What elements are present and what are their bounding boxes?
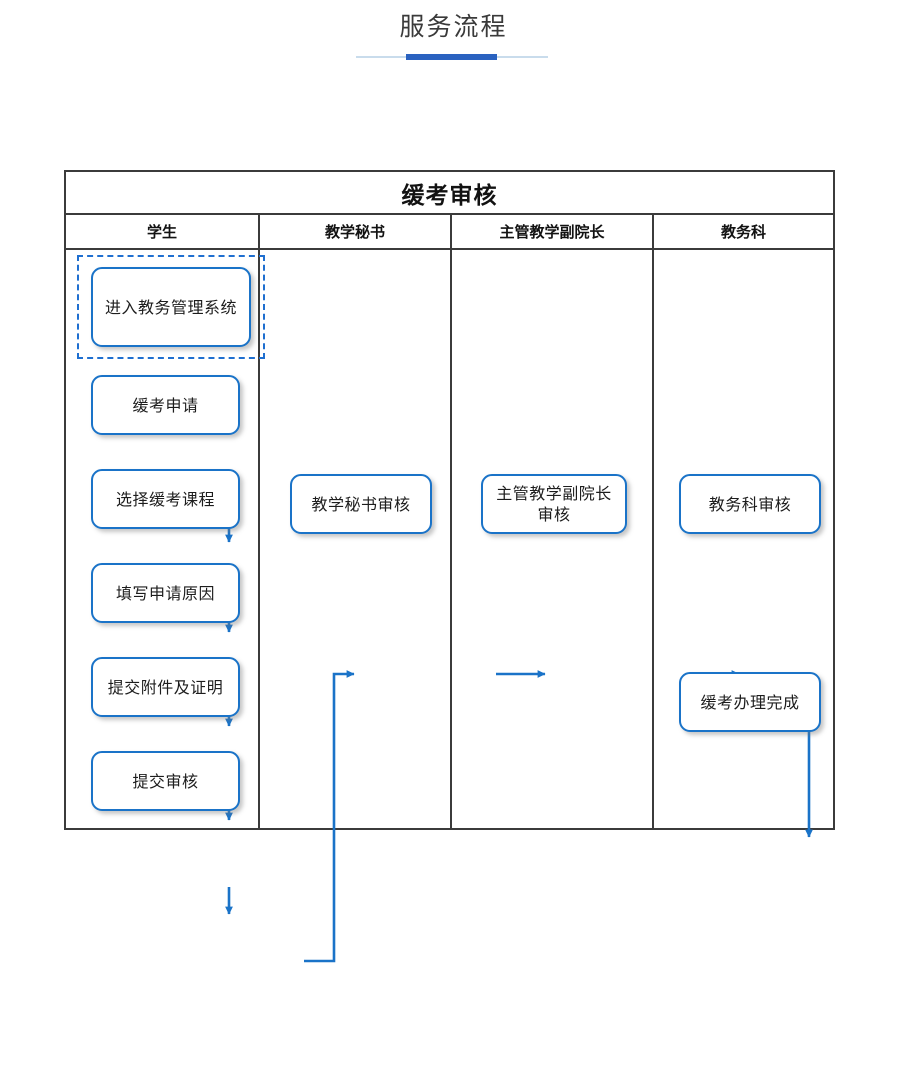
page-title: 服务流程	[399, 12, 508, 41]
lane-divider-2	[450, 250, 452, 828]
node-fill-reason[interactable]: 填写申请原因	[91, 563, 240, 623]
highlight-frame-enter-system	[77, 255, 265, 359]
title-accent-bar	[406, 54, 497, 60]
node-defer-application[interactable]: 缓考申请	[91, 375, 240, 435]
node-submit-attachment[interactable]: 提交附件及证明	[91, 657, 240, 717]
page-title-block: 服务流程	[0, 10, 907, 44]
lane-header-teaching-secretary: 教学秘书	[260, 215, 452, 248]
swimlane-body	[66, 250, 833, 828]
lane-header-vice-dean: 主管教学副院长	[452, 215, 654, 248]
node-vice-dean-review[interactable]: 主管教学副院长 审核	[481, 474, 627, 534]
swimlane-header-row: 学生 教学秘书 主管教学副院长 教务科	[66, 215, 833, 250]
lane-divider-3	[652, 250, 654, 828]
node-submit-review[interactable]: 提交审核	[91, 751, 240, 811]
node-select-course[interactable]: 选择缓考课程	[91, 469, 240, 529]
flowchart-title: 缓考审核	[66, 172, 833, 215]
lane-header-academic-affairs: 教务科	[720, 223, 766, 241]
node-enter-system[interactable]: 进入教务管理系统	[91, 267, 251, 347]
lane-header-student: 学生	[66, 215, 260, 248]
node-secretary-review[interactable]: 教学秘书审核	[290, 474, 432, 534]
node-process-complete[interactable]: 缓考办理完成	[679, 672, 821, 732]
lane-divider-1	[258, 250, 260, 828]
node-affairs-review[interactable]: 教务科审核	[679, 474, 821, 534]
swimlane-flowchart: 缓考审核 学生 教学秘书 主管教学副院长 教务科 进	[64, 170, 835, 963]
